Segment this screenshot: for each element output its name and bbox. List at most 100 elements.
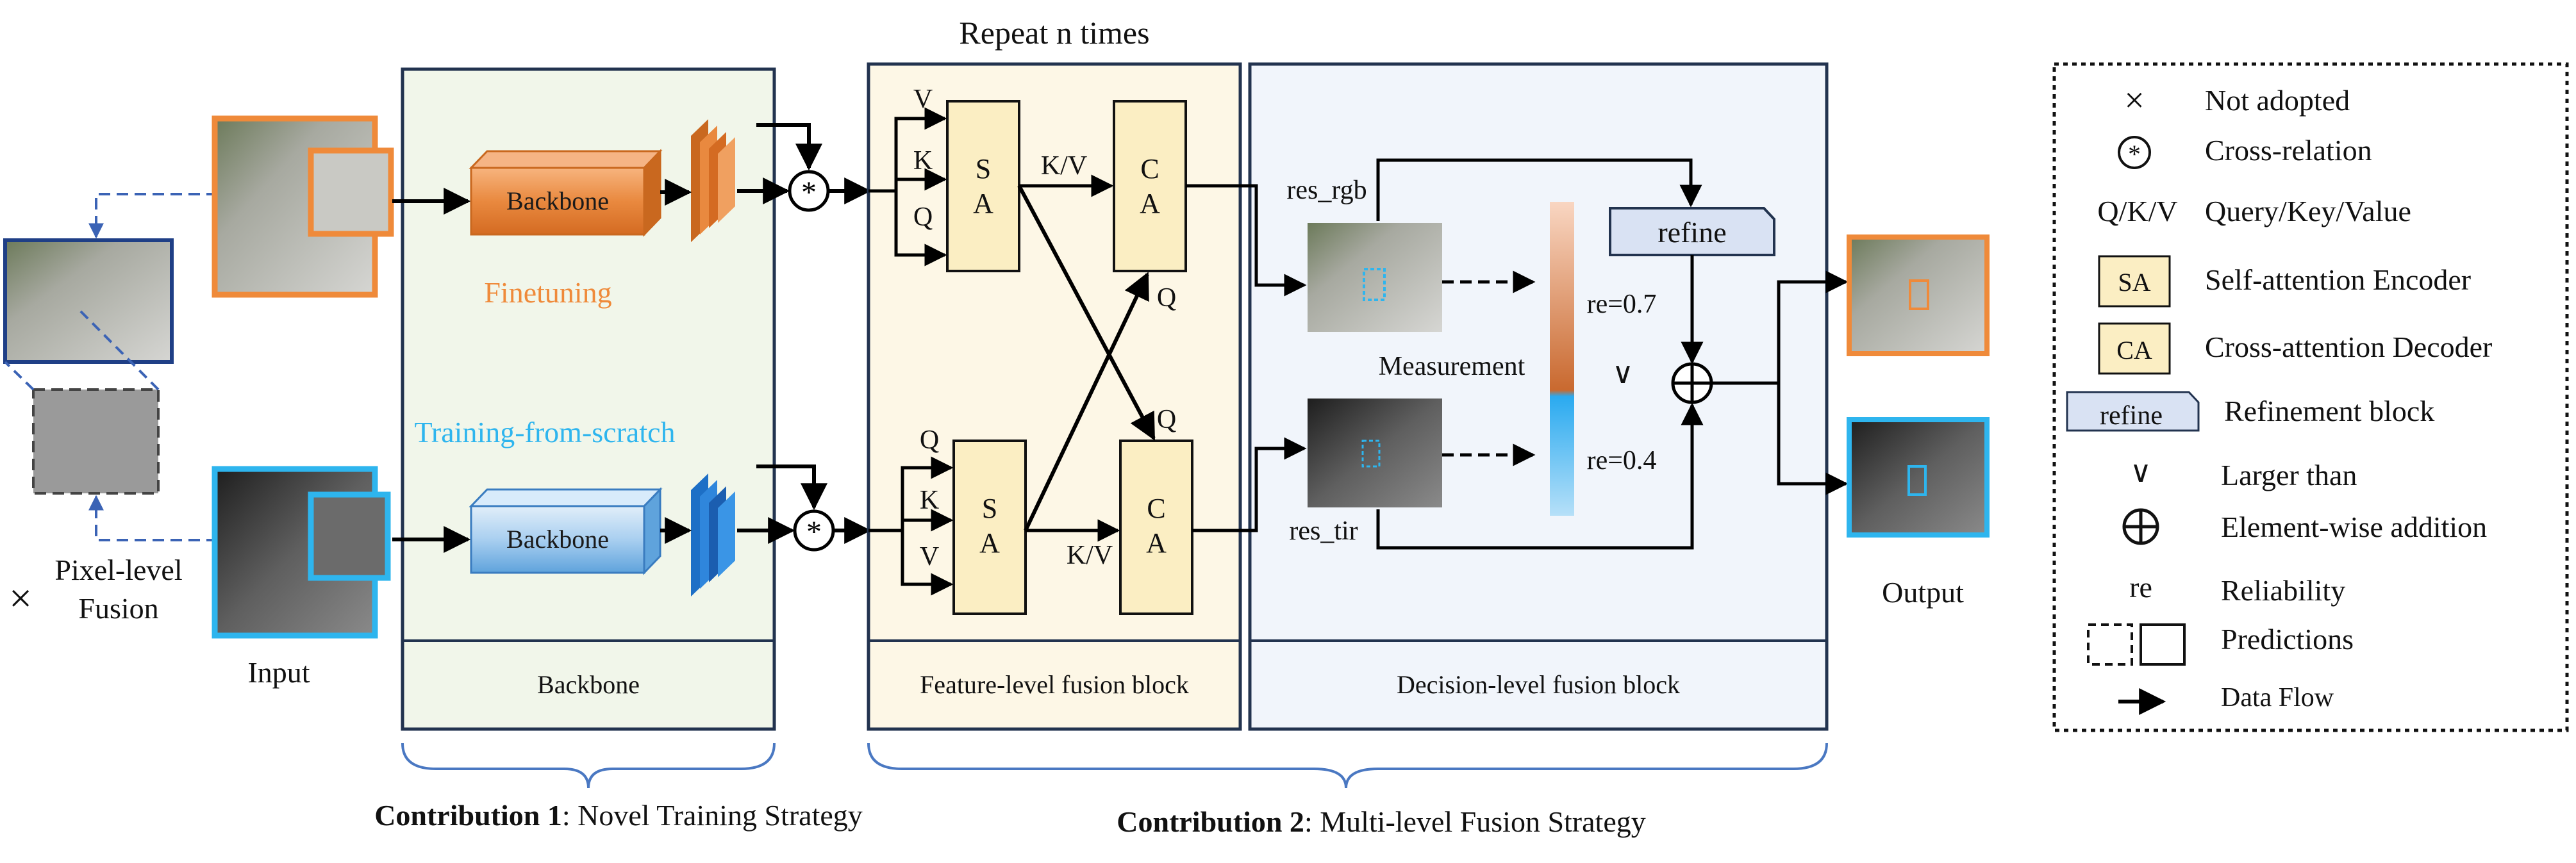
contribution-2: Contribution 2: Multi-level Fusion Strat… <box>1117 805 1645 838</box>
legend-larger-symbol: ∨ <box>2130 456 2152 488</box>
svg-text:Q: Q <box>913 202 933 232</box>
backbone-box-top: Backbone <box>469 149 663 237</box>
measurement-label: Measurement <box>1379 352 1525 381</box>
legend-not-adopted-text: Not adopted <box>2205 84 2350 117</box>
re-top-label: re=0.7 <box>1587 290 1657 319</box>
re-bottom-label: re=0.4 <box>1587 446 1657 475</box>
backbone-footer: Backbone <box>537 670 640 699</box>
brace-contribution-1 <box>401 743 776 789</box>
svg-text:S: S <box>982 493 997 524</box>
sa-block-top <box>946 100 1020 272</box>
backbone-top-label: Backbone <box>506 186 609 215</box>
svg-text:A: A <box>1140 188 1160 219</box>
feature-footer: Feature-level fusion block <box>920 670 1189 699</box>
legend-refine-text: Refinement block <box>2224 395 2434 427</box>
larger-than-mark: ∨ <box>1612 357 1634 390</box>
rgb-output-box <box>1909 279 1929 310</box>
pixel-fusion-line1: Pixel-level <box>54 554 182 586</box>
ca-block-bottom <box>1119 440 1193 615</box>
legend-refine-box <box>2066 391 2200 432</box>
svg-text:C: C <box>1140 153 1159 185</box>
refine-block <box>1609 207 1775 256</box>
refine-label: refine <box>1658 216 1726 249</box>
brace-contribution-2 <box>867 743 1828 789</box>
rgb-prediction-image <box>1308 223 1442 332</box>
svg-text:refine: refine <box>2100 401 2163 431</box>
legend-addition-text: Element-wise addition <box>2221 511 2487 543</box>
svg-text:Q: Q <box>1157 283 1176 313</box>
legend-ca-box <box>2098 322 2171 375</box>
ca-block-top <box>1113 100 1187 272</box>
fused-image <box>3 238 174 364</box>
svg-text:Q: Q <box>920 425 939 455</box>
backbone-bottom-label: Backbone <box>506 525 609 554</box>
decision-panel: Decision-level fusion block res_rgb res_… <box>1186 62 1829 731</box>
legend-re-symbol: re <box>2129 571 2152 604</box>
input-label: Input <box>247 656 310 689</box>
rgb-prediction-box <box>1363 268 1386 301</box>
svg-text:K/V: K/V <box>1041 151 1087 181</box>
backbone-box-bottom: Backbone <box>469 487 663 575</box>
svg-text:*: * <box>2128 140 2141 168</box>
rgb-output-image <box>1847 234 1990 356</box>
legend-sa-text: Self-attention Encoder <box>2205 263 2471 296</box>
legend-sa-box <box>2098 255 2171 308</box>
svg-text:CA: CA <box>2116 336 2152 365</box>
svg-text:K: K <box>913 146 933 176</box>
tir-prediction-image <box>1308 399 1442 507</box>
legend-cross-relation-text: Cross-relation <box>2205 134 2372 167</box>
legend-predictions-text: Predictions <box>2221 623 2354 655</box>
svg-text:Q: Q <box>1157 405 1176 434</box>
svg-text:K: K <box>920 486 939 515</box>
svg-text:*: * <box>806 515 822 549</box>
tir-input-crop <box>308 491 391 581</box>
tir-prediction-box <box>1361 440 1381 468</box>
svg-text:K/V: K/V <box>1067 541 1113 570</box>
rgb-input-crop <box>308 147 394 237</box>
contribution-1: Contribution 1: Novel Training Strategy <box>374 799 863 832</box>
output-label: Output <box>1882 576 1964 609</box>
reliability-bar <box>1550 202 1574 516</box>
svg-text:V: V <box>913 85 933 114</box>
legend-qkv-symbol: Q/K/V <box>2097 195 2177 227</box>
res-rgb-label: res_rgb <box>1286 176 1367 205</box>
cross-relation-bottom: * <box>793 509 835 552</box>
cross-relation-top: * <box>788 170 830 212</box>
legend-larger-text: Larger than <box>2221 459 2357 491</box>
legend-dataflow-text: Data Flow <box>2221 683 2334 712</box>
legend-ca-text: Cross-attention Decoder <box>2205 331 2492 363</box>
repeat-label: Repeat n times <box>959 15 1149 51</box>
scratch-label: Training-from-scratch <box>414 416 675 448</box>
svg-text:SA: SA <box>2118 268 2150 297</box>
svg-text:S: S <box>976 153 991 185</box>
svg-text:A: A <box>973 188 993 219</box>
legend-addition-icon <box>2122 508 2159 545</box>
legend-qkv-text: Query/Key/Value <box>2205 195 2411 227</box>
fused-zoom-image <box>32 388 160 495</box>
svg-text:*: * <box>801 176 817 210</box>
res-tir-label: res_tir <box>1289 516 1358 546</box>
feature-panel: Feature-level fusion block S A C A S A C… <box>867 62 1242 731</box>
pixel-fusion-line2: Fusion <box>78 592 158 625</box>
svg-text:A: A <box>979 527 1000 559</box>
finetuning-label: Finetuning <box>484 276 611 309</box>
svg-text:A: A <box>1146 527 1167 559</box>
decision-footer: Decision-level fusion block <box>1397 670 1680 699</box>
legend-predictions-icon <box>2087 623 2186 666</box>
element-wise-addition <box>1671 362 1713 404</box>
legend: × Not adopted * Cross-relation Q/K/V Que… <box>2052 62 2569 732</box>
not-adopted-mark: × <box>9 575 32 621</box>
svg-text:V: V <box>920 542 939 571</box>
tir-output-box <box>1907 465 1927 496</box>
legend-re-text: Reliability <box>2221 574 2345 607</box>
svg-text:C: C <box>1147 493 1165 524</box>
feature-map-stack-tir <box>691 473 735 596</box>
tir-output-image <box>1847 417 1990 538</box>
legend-not-adopted-symbol: × <box>2124 81 2145 120</box>
input-region: × Pixel-level Fusion Input <box>3 115 394 689</box>
backbone-panel: Backbone Backbone Backbone F <box>401 67 776 731</box>
legend-cross-relation-icon: * <box>2118 136 2151 169</box>
feature-map-stack-rgb <box>691 119 735 242</box>
